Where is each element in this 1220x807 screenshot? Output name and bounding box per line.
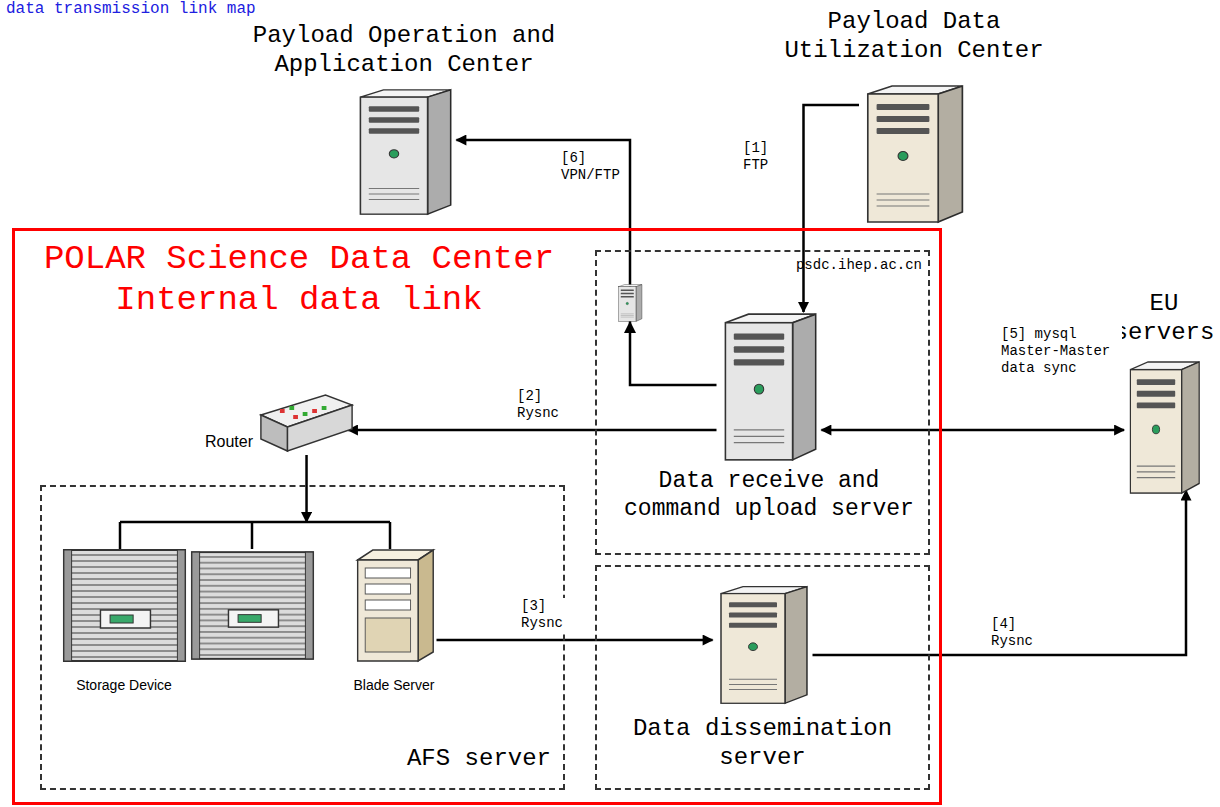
edge-label: [6] VPN/FTP	[560, 150, 624, 184]
blade-node: Blade Server	[335, 548, 453, 694]
dashed-group: AFS server Storage Device Blade Server	[40, 485, 565, 790]
storage-bus	[120, 522, 390, 549]
node-label: Data dissemination server	[597, 715, 928, 773]
node-label: Storage Device	[55, 677, 193, 694]
server-node: EU servers	[1105, 290, 1220, 495]
icon-use	[357, 550, 433, 661]
server-node: Payload Operation and Application Center	[230, 22, 578, 216]
node-label: EU servers	[1105, 290, 1220, 348]
icon-use	[63, 550, 184, 661]
icon-use	[725, 314, 815, 460]
router-node: Router	[205, 385, 354, 455]
storage-node: Storage Device	[55, 548, 193, 694]
icon-use	[721, 587, 807, 704]
icon-use	[261, 395, 352, 451]
bus-drop	[251, 522, 254, 549]
node-label: Router	[205, 432, 253, 451]
connector	[437, 639, 713, 642]
diagram-title: data transmission link map	[6, 0, 256, 19]
storage-device-icon	[192, 552, 313, 659]
blade-icon	[352, 548, 437, 663]
srv-icon	[1124, 360, 1204, 495]
dashed-group: psdc.ihep.ac.cnData receive and command …	[595, 250, 930, 555]
router-icon	[259, 393, 354, 455]
rack-icon	[62, 548, 187, 663]
edge-label: [2] Rysnc	[516, 388, 564, 422]
srv-icon	[717, 312, 822, 462]
srv-icon	[859, 84, 969, 224]
srv-icon	[352, 88, 457, 216]
node-label: psdc.ihep.ac.cn	[796, 257, 922, 274]
connector	[804, 105, 860, 312]
connector	[822, 429, 1125, 432]
connector	[305, 455, 308, 522]
node-label: Blade Server	[335, 677, 453, 694]
connector	[348, 429, 716, 432]
server-node: Payload Data Utilization Center	[760, 8, 1068, 224]
edge-label: [5] mysql Master-Master data sync	[1000, 326, 1122, 376]
server-node: Data receive and command upload server	[605, 312, 933, 523]
bus-line	[120, 521, 390, 524]
icon-use	[868, 86, 963, 222]
dashed-server-group: Data dissemination server	[595, 565, 930, 790]
node-label: AFS server	[407, 745, 551, 774]
node-label: Payload Operation and Application Center	[230, 22, 578, 80]
node-label: Data receive and command upload server	[605, 468, 933, 523]
relay-server-icon	[619, 285, 642, 322]
bus-drop	[119, 522, 122, 549]
edge-label: [1] FTP	[742, 140, 774, 174]
arrow-head	[624, 321, 636, 333]
node-label: Payload Data Utilization Center	[760, 8, 1068, 66]
srv-icon	[713, 585, 813, 705]
icon-use	[360, 89, 450, 213]
bus-drop	[389, 522, 392, 549]
node-label: POLAR Science Data Center Internal data …	[29, 239, 569, 321]
edge-label: [3] Rysnc	[520, 598, 568, 632]
edge-label: [4] Rysnc	[990, 616, 1038, 650]
icon-use	[1130, 362, 1199, 493]
region-box: POLAR Science Data Center Internal data …	[12, 228, 942, 805]
